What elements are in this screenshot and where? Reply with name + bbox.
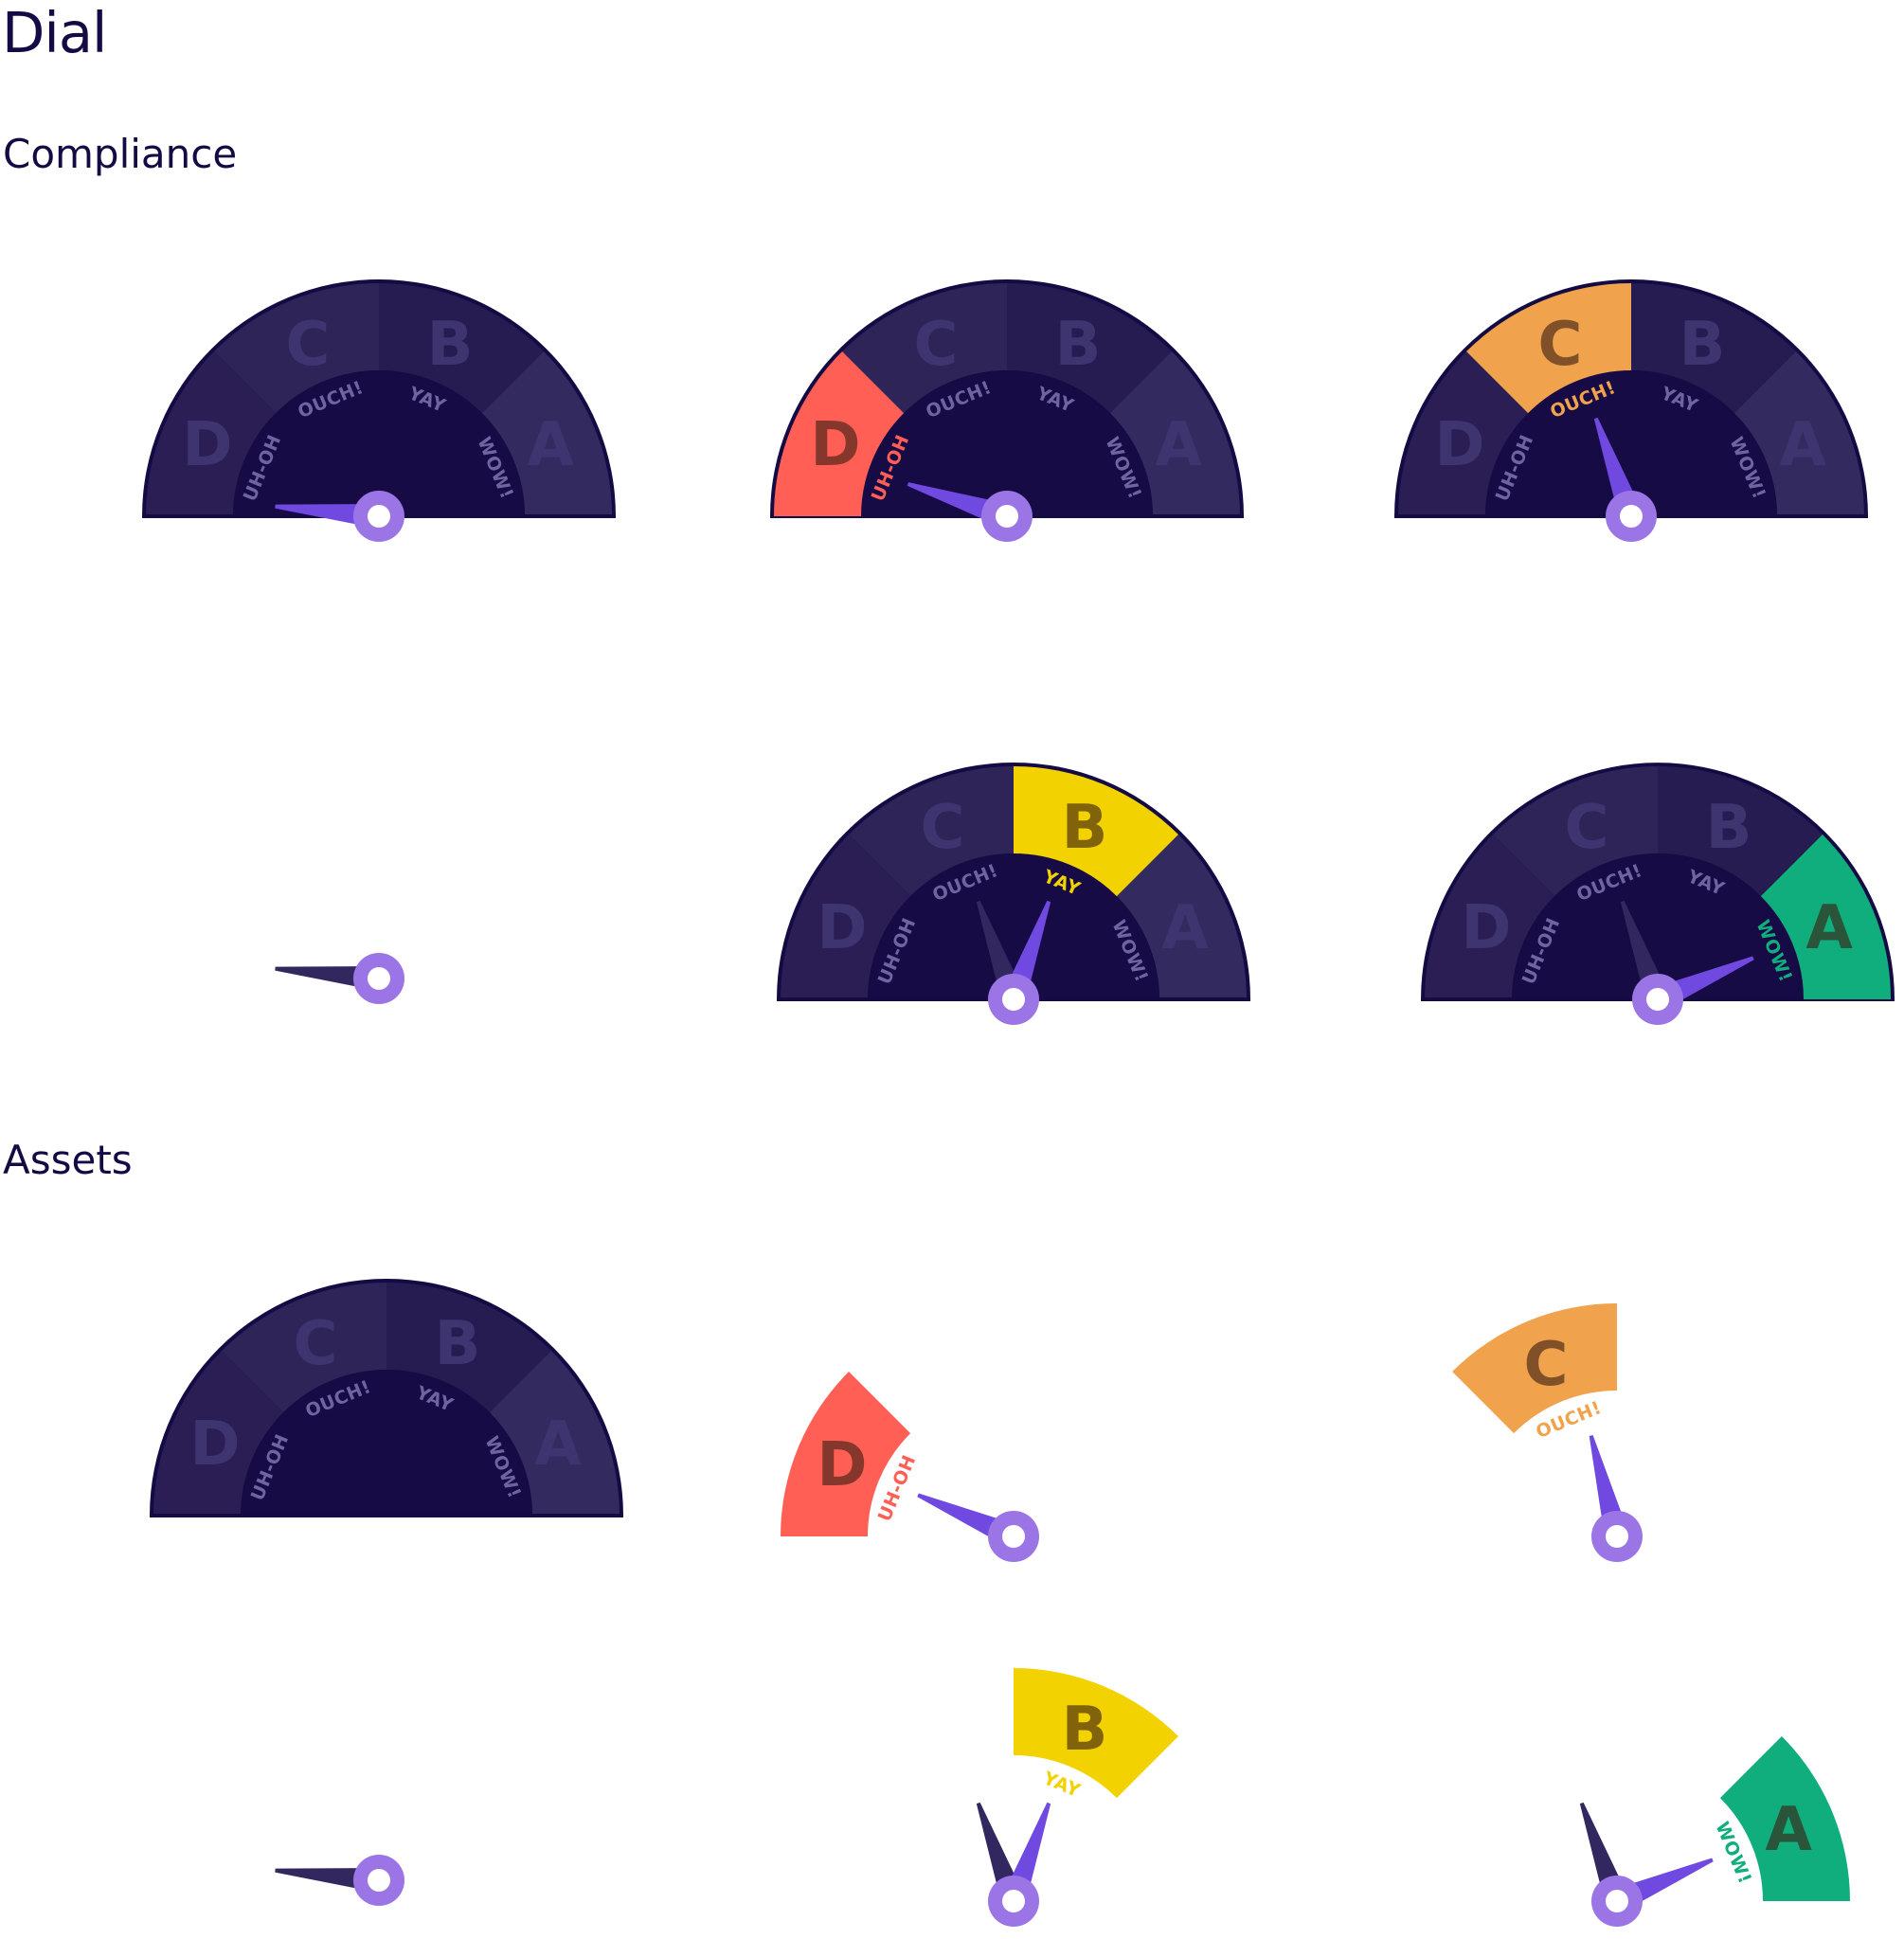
dial-face [1512,853,1804,999]
dial-face [1485,370,1777,516]
dial-segment-b [386,1283,551,1413]
dial-segment-b [1631,283,1796,414]
needle-hub-center [996,505,1018,528]
segment-letter-a: A [1779,410,1826,480]
segment-letter-d: D [817,893,867,963]
active-segment-b [1014,766,1178,897]
segment-letter-c: C [1565,793,1609,863]
segment-letter-c: C [914,310,959,380]
dial-needle [275,966,381,991]
segment-word-b: YAY [1039,1768,1083,1802]
dial-needle [275,504,381,529]
dial-segment-b [1658,766,1823,897]
dial-segment-c [849,766,1014,897]
dial-assets-4 [275,1855,404,1906]
dial-face [241,1370,532,1516]
dial-segment-a [481,351,612,516]
active-segment-b [1014,1668,1178,1799]
segment-letter-d: D [1434,410,1484,480]
segment-letter-a: A [1161,893,1209,963]
needle-hub-center [1606,1890,1628,1912]
dial-segment-d [153,1351,284,1516]
dial-segment-b [1007,283,1172,414]
segment-letter-c: C [294,1309,338,1379]
needle-hub-center [1620,505,1643,528]
needle-hub-center [1002,1525,1025,1548]
dial-segment-d [1425,835,1555,999]
needle-hub-center [368,1869,390,1892]
active-segment-d [774,351,905,516]
dial-segment-d [1398,351,1529,516]
dial-compliance-4 [275,953,404,1004]
segment-letter-b: B [1055,310,1102,380]
needle-hub-center [1002,988,1025,1011]
segment-letter-d: D [817,1430,867,1500]
active-segment-d [781,1372,911,1536]
dial-segment-d [146,351,277,516]
dial-segment-a [1733,351,1864,516]
segment-letter-b: B [1062,793,1108,863]
dial-segment-c [214,283,379,414]
active-segment-c [1466,283,1631,414]
section-title-assets: Assets [3,1137,133,1183]
active-segment-a [1719,1736,1850,1901]
active-segment-a [1760,835,1891,999]
segment-letter-b: B [427,310,474,380]
segment-letter-d: D [1461,893,1511,963]
segment-letter-b: B [1679,310,1726,380]
needle-hub-center [368,505,390,528]
segment-letter-c: C [1538,310,1583,380]
segment-letter-a: A [527,410,574,480]
segment-letter-b: B [435,1309,481,1379]
needle-hub-center [1002,1890,1025,1912]
dial-segment-c [222,1283,386,1413]
dial-segment-a [1116,835,1247,999]
needle-hub-center [1646,988,1669,1011]
segment-letter-a: A [534,1409,582,1480]
dial-segment-b [379,283,544,414]
section-title-compliance: Compliance [3,131,238,177]
segment-letter-d: D [189,1409,240,1480]
needle-hub-center [1606,1525,1628,1548]
segment-letter-a: A [1155,410,1202,480]
dial-segment-a [1109,351,1240,516]
segment-letter-d: D [810,410,860,480]
segment-letter-a: A [1805,893,1853,963]
dial-face [868,853,1159,999]
dial-segment-d [781,835,911,999]
segment-letter-c: C [921,793,965,863]
dial-face [233,370,525,516]
dial-baseline [150,1514,623,1517]
dial-needle [275,1868,381,1893]
segment-letter-d: D [182,410,232,480]
dial-segment-c [1493,766,1658,897]
page-title: Dial [2,0,107,65]
dial-segment-a [489,1351,620,1516]
dial-segment-c [842,283,1007,414]
active-segment-c [1452,1303,1617,1434]
segment-letter-b: B [1706,793,1752,863]
segment-letter-c: C [286,310,331,380]
segment-letter-b: B [1062,1695,1108,1765]
dial-face [861,370,1153,516]
segment-letter-c: C [1524,1330,1569,1400]
needle-hub-center [368,967,390,990]
segment-letter-a: A [1765,1795,1812,1865]
